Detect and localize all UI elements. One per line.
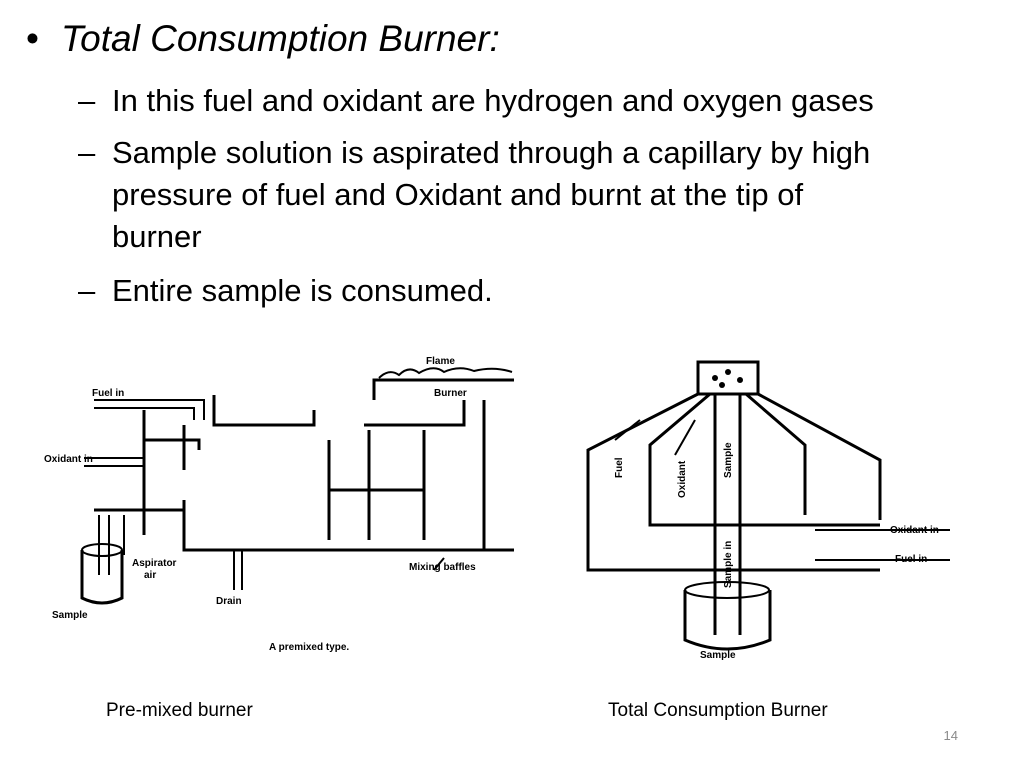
label-oxidant-in-right: Oxidant in [890, 525, 939, 536]
sub-bullet-dash: – [78, 83, 96, 118]
label-burner: Burner [434, 388, 467, 399]
main-bullet-text: Total Consumption Burner: [60, 18, 500, 59]
label-sample-in: Sample in [723, 541, 734, 588]
sub-bullet-dash: – [78, 135, 96, 170]
bullet-dot: • [26, 18, 39, 59]
sub-bullet-text: burner [112, 219, 202, 254]
premixed-burner-diagram: Flame Burner Fuel in Oxidant in Aspirato… [44, 356, 514, 653]
sub-bullet-text: pressure of fuel and Oxidant and burnt a… [112, 177, 804, 212]
sub-bullet-text: Entire sample is consumed. [112, 273, 493, 308]
main-bullet: • Total Consumption Burner: [26, 14, 500, 64]
total-consumption-burner-diagram: Fuel Oxidant Sample Sample in Oxidant in… [586, 360, 950, 661]
caption-premixed: Pre-mixed burner [106, 700, 253, 721]
label-mixing-baffles: Mixing baffles [409, 562, 476, 573]
label-premixed-type: A premixed type. [269, 642, 349, 653]
sub-bullet-dash: – [78, 273, 96, 308]
label-oxidant-in: Oxidant in [44, 454, 93, 465]
label-fuel: Fuel [614, 457, 625, 478]
sub-bullet-text: In this fuel and oxidant are hydrogen an… [112, 83, 874, 118]
sub-bullet-text: Sample solution is aspirated through a c… [112, 135, 871, 170]
label-air: air [144, 570, 156, 581]
label-sample-bottom: Sample [700, 650, 736, 661]
sub-bullet-3: –Entire sample is consumed. [78, 270, 1008, 312]
page-number: 14 [943, 728, 958, 743]
label-drain: Drain [216, 596, 242, 607]
label-oxidant: Oxidant [677, 460, 688, 498]
label-sample-vertical: Sample [723, 442, 734, 478]
sub-bullet-1: –In this fuel and oxidant are hydrogen a… [78, 80, 1008, 122]
label-fuel-in-right: Fuel in [895, 554, 927, 565]
sub-bullet-2: –Sample solution is aspirated through a … [78, 132, 1008, 258]
label-flame: Flame [426, 356, 455, 367]
caption-total-consumption: Total Consumption Burner [608, 700, 828, 721]
label-aspirator: Aspirator [132, 558, 177, 569]
label-fuel-in: Fuel in [92, 388, 124, 399]
label-sample: Sample [52, 610, 88, 621]
